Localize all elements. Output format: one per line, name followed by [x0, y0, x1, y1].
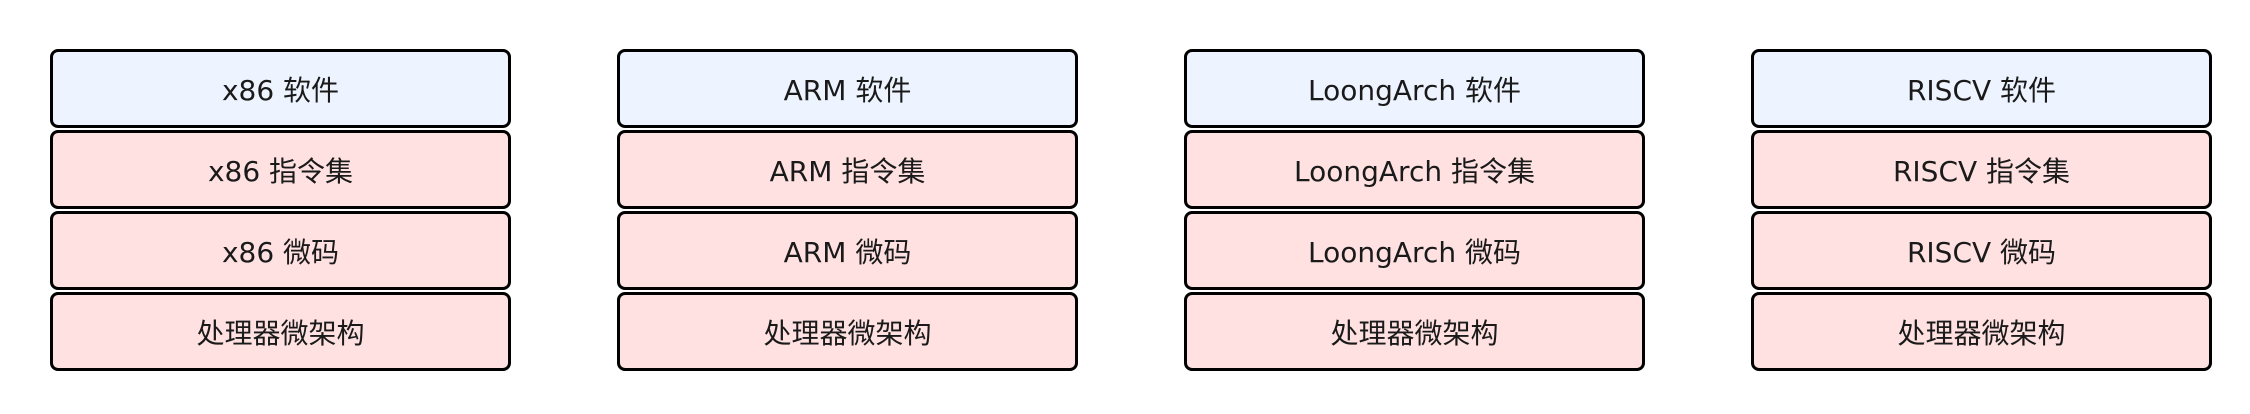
microcode-layer: x86 微码 [50, 211, 511, 290]
software-layer: x86 软件 [50, 49, 511, 128]
microcode-layer: LoongArch 微码 [1184, 211, 1645, 290]
isa-layer: RISCV 指令集 [1751, 130, 2212, 209]
software-layer: ARM 软件 [617, 49, 1078, 128]
isa-layer: ARM 指令集 [617, 130, 1078, 209]
x86-stack: x86 软件 x86 指令集 x86 微码 处理器微架构 [50, 49, 511, 373]
isa-layer: LoongArch 指令集 [1184, 130, 1645, 209]
microarch-layer: 处理器微架构 [1184, 292, 1645, 371]
isa-layer: x86 指令集 [50, 130, 511, 209]
microarch-layer: 处理器微架构 [1751, 292, 2212, 371]
microarch-layer: 处理器微架构 [50, 292, 511, 371]
riscv-stack: RISCV 软件 RISCV 指令集 RISCV 微码 处理器微架构 [1751, 49, 2212, 373]
software-layer: RISCV 软件 [1751, 49, 2212, 128]
arm-stack: ARM 软件 ARM 指令集 ARM 微码 处理器微架构 [617, 49, 1078, 373]
microcode-layer: RISCV 微码 [1751, 211, 2212, 290]
loongarch-stack: LoongArch 软件 LoongArch 指令集 LoongArch 微码 … [1184, 49, 1645, 373]
microarch-layer: 处理器微架构 [617, 292, 1078, 371]
software-layer: LoongArch 软件 [1184, 49, 1645, 128]
microcode-layer: ARM 微码 [617, 211, 1078, 290]
